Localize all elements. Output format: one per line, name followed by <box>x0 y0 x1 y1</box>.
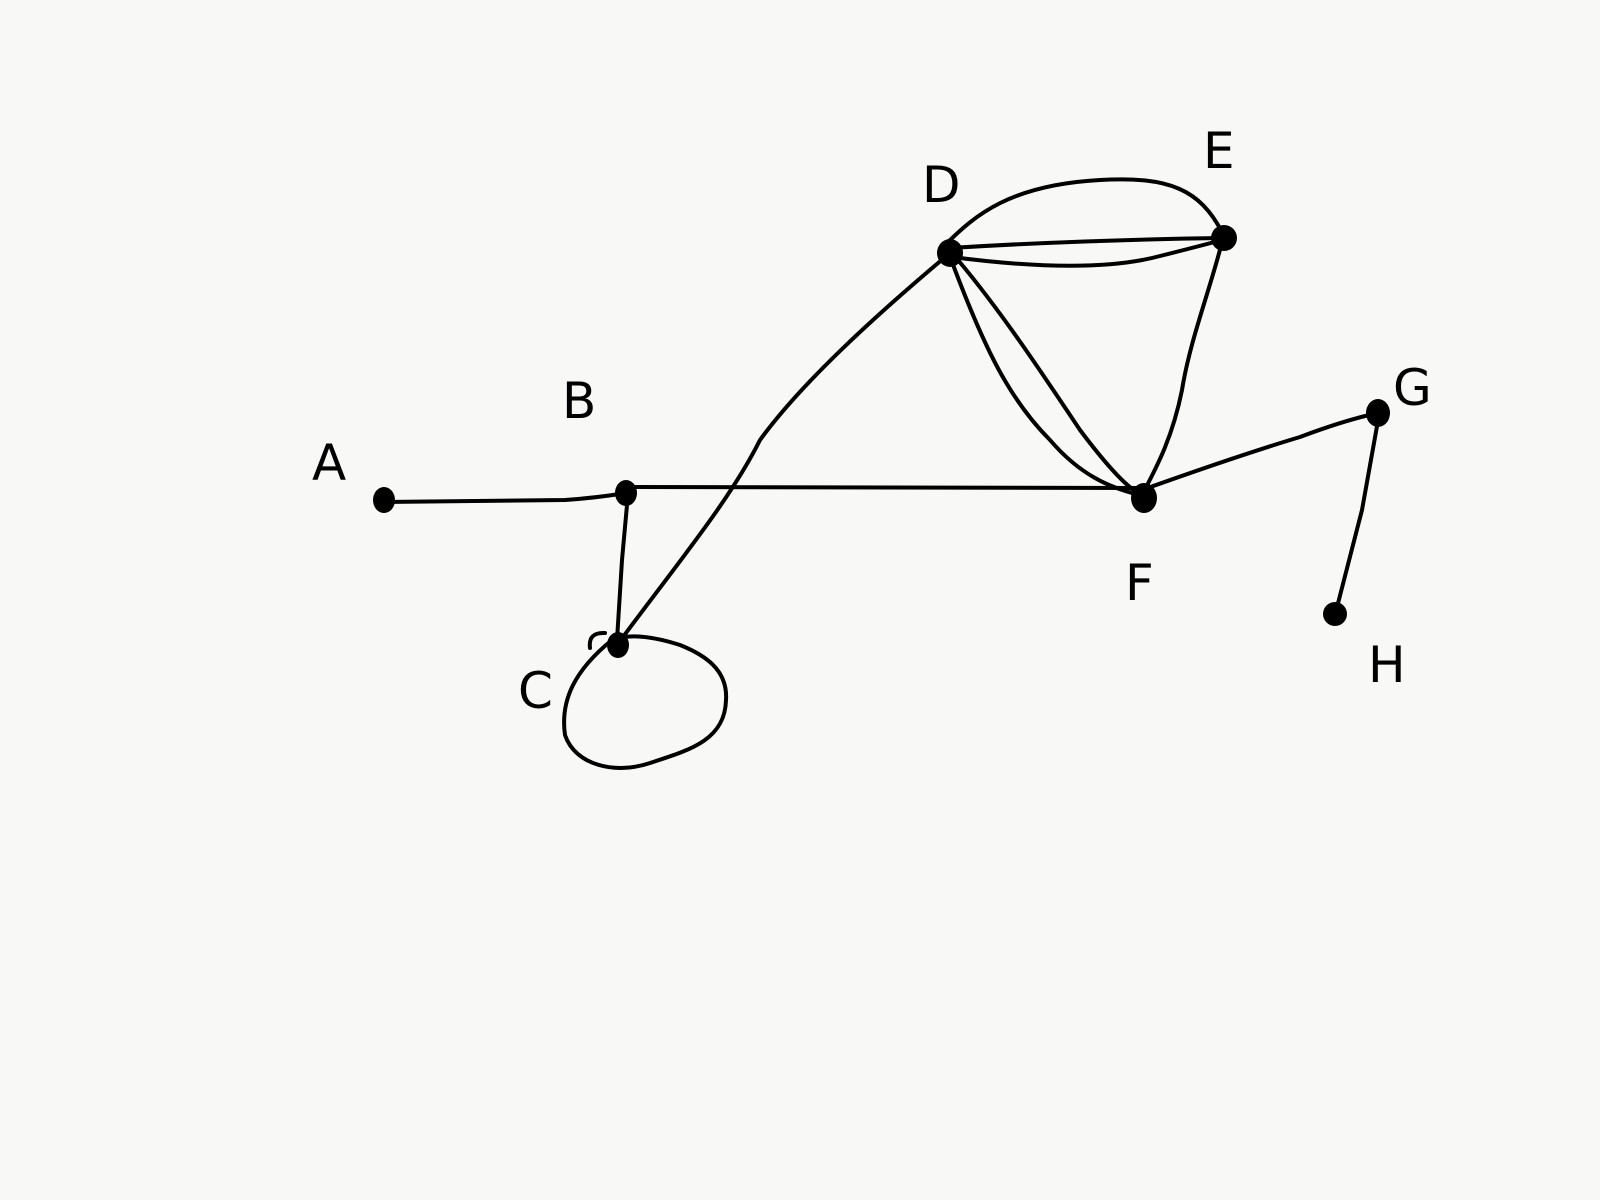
edge-c-loop-hook <box>587 630 607 650</box>
node-g[interactable] <box>1366 399 1390 427</box>
label-g: G <box>1393 359 1432 417</box>
edge-d-e-lower <box>950 238 1224 268</box>
label-d: D <box>922 156 961 214</box>
label-h: H <box>1368 636 1406 694</box>
edge-d-f-outer <box>950 260 1142 497</box>
edge-g-h <box>1333 413 1381 617</box>
edge-e-f <box>1140 240 1224 497</box>
edge-a-b <box>381 491 628 504</box>
edge-b-f <box>624 485 1144 490</box>
label-f: F <box>1125 554 1154 612</box>
node-b[interactable] <box>615 480 637 506</box>
node-f[interactable] <box>1131 483 1157 513</box>
edge-f-g <box>1140 411 1380 492</box>
label-b: B <box>562 372 596 430</box>
labels-group: A B C D E F G H <box>312 122 1432 720</box>
node-a[interactable] <box>373 487 395 513</box>
node-d[interactable] <box>937 239 963 267</box>
label-e: E <box>1203 122 1235 180</box>
nodes-group <box>373 225 1390 658</box>
node-c[interactable] <box>607 632 629 658</box>
node-e[interactable] <box>1211 225 1237 251</box>
edge-d-f-inner <box>956 258 1144 497</box>
edge-d-e-straight <box>948 236 1224 250</box>
edges-group <box>381 177 1381 770</box>
label-a: A <box>312 434 346 492</box>
node-h[interactable] <box>1323 602 1347 626</box>
edge-c-loop <box>562 634 729 770</box>
edge-b-c <box>615 492 630 642</box>
edge-c-d <box>615 251 952 647</box>
label-c: C <box>518 662 553 720</box>
edge-d-e-upper <box>943 177 1224 247</box>
